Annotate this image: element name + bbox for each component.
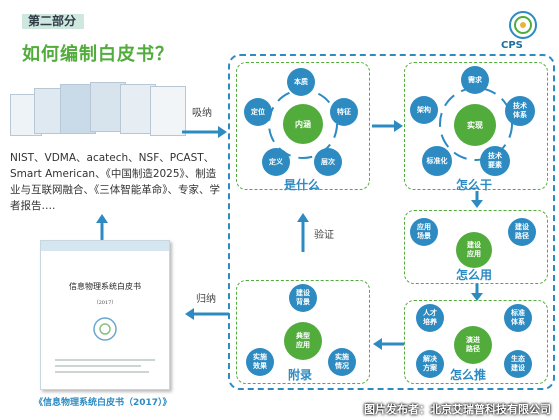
down-arrow-icon (471, 191, 483, 208)
cover-logo-icon (93, 317, 117, 341)
source-documents (10, 82, 190, 142)
section-label: 第二部分 (28, 14, 77, 28)
how-center-node: 实现 (454, 104, 496, 146)
doc-thumbnail (150, 86, 186, 136)
how-panel (404, 62, 548, 190)
whitepaper-year: （2017） (93, 300, 117, 306)
how-node: 需求 (461, 66, 489, 94)
appendix-panel (236, 280, 370, 384)
induce-label: 归纳 (196, 294, 216, 305)
use-node: 应用场景 (410, 218, 438, 246)
image-credit: 图片发布者：北京艾瑞普科技有限公司 (364, 403, 551, 416)
verify-arrow-icon (297, 213, 309, 252)
left-arrow-icon (373, 338, 404, 350)
promote-node: 人才培养 (416, 304, 444, 332)
source-list: NIST、VDMA、acatech、NSF、PCAST、Smart Americ… (10, 152, 220, 212)
what-panel (236, 62, 370, 190)
whitepaper-cover: 信息物理系统白皮书 （2017） (40, 240, 170, 390)
appendix-node: 建设背景 (289, 284, 317, 312)
use-caption: 怎么用 (456, 268, 493, 282)
appendix-center-node: 典型应用 (284, 322, 322, 360)
how-node: 架构 (410, 96, 438, 124)
what-node: 本质 (287, 68, 315, 96)
how-node: 技术要素 (480, 146, 510, 176)
how-caption: 怎么干 (456, 178, 493, 192)
cover-fineprint (55, 359, 155, 373)
appendix-caption: 附录 (288, 368, 313, 382)
section-badge (22, 14, 84, 29)
use-center-node: 建设应用 (456, 232, 492, 268)
use-node: 建设路径 (508, 218, 536, 246)
cover-band (41, 241, 169, 251)
down-arrow-icon (471, 284, 483, 301)
what-node: 层次 (314, 148, 342, 176)
what-center-node: 内涵 (283, 104, 323, 144)
absorb-label: 吸纳 (192, 108, 212, 119)
whitepaper-title: 信息物理系统白皮书 (69, 282, 141, 291)
promote-node: 解决方案 (416, 350, 444, 378)
verify-label: 验证 (314, 230, 334, 241)
whitepaper-caption: 《信息物理系统白皮书（2017）》 (34, 398, 172, 408)
right-arrow-icon (372, 120, 403, 132)
what-caption: 是什么 (284, 178, 321, 192)
promote-node: 标准体系 (504, 304, 532, 332)
appendix-node: 实施情况 (328, 348, 356, 376)
cps-logo-icon (509, 11, 537, 39)
page-title: 如何编制白皮书？ (22, 44, 174, 65)
framework-panel (228, 54, 555, 390)
promote-center-node: 演进路径 (454, 326, 492, 364)
induce-arrow-icon (185, 308, 229, 320)
promote-node: 生态建设 (504, 350, 532, 378)
how-node: 技术体系 (505, 96, 535, 126)
what-node: 特征 (330, 98, 358, 126)
promote-caption: 怎么推 (450, 368, 487, 382)
use-panel (404, 210, 548, 284)
up-arrow-icon (96, 214, 108, 240)
logo-text: CPS (501, 40, 523, 51)
what-node: 定义 (262, 148, 290, 176)
what-node: 定位 (244, 98, 272, 126)
appendix-node: 实施效果 (246, 348, 274, 376)
how-node: 标准化 (422, 146, 452, 176)
absorb-arrow-icon (182, 126, 227, 138)
promote-panel (404, 300, 548, 384)
